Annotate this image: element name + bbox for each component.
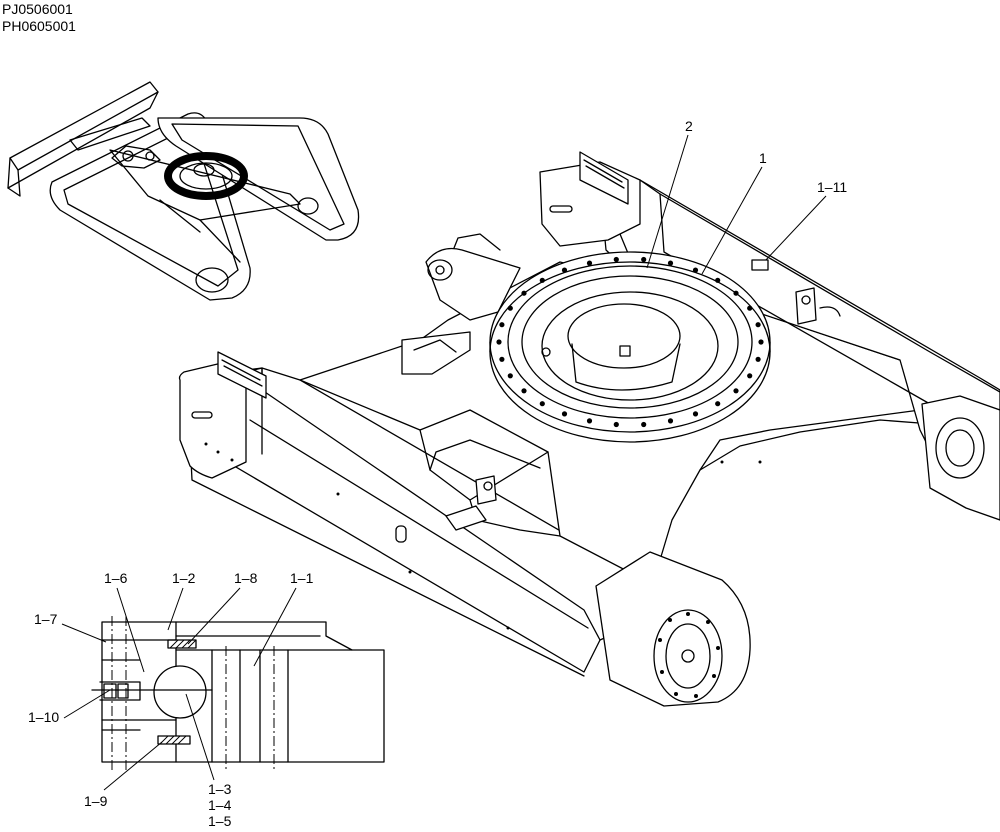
bearing-bolt	[539, 277, 545, 283]
detail-callouts: 1–6 1–2 1–8 1–1 1–7 1–10 1–9 1–3 1–4 1–5	[28, 570, 314, 829]
bearing-bolt	[521, 290, 527, 296]
callout-1-7: 1–7	[34, 611, 58, 627]
callout-1-10: 1–10	[28, 709, 59, 725]
seal-bottom	[157, 735, 191, 745]
bearing-bolt	[755, 322, 761, 328]
undercarriage-thumbnail	[7, 81, 360, 301]
callout-1-2: 1–2	[172, 570, 196, 586]
drawing-codes: PJ0506001 PH0605001	[2, 1, 76, 35]
callout-1-4: 1–4	[208, 797, 232, 813]
seal-top	[167, 639, 197, 649]
drawing-code-2: PH0605001	[2, 18, 76, 34]
bearing-bolt	[586, 418, 593, 424]
bearing-bolt	[715, 401, 721, 407]
bearing-bolt	[667, 418, 674, 424]
swing-bearing	[489, 251, 771, 443]
bearing-bolt	[758, 339, 764, 345]
bearing-bolt	[539, 401, 545, 407]
bearing-bolt	[641, 256, 647, 263]
callout-1: 1	[759, 150, 767, 166]
bearing-bolt	[507, 373, 513, 379]
bearing-bolt	[692, 267, 699, 273]
bearing-bolt	[499, 356, 505, 362]
bearing-bolt	[692, 411, 699, 417]
callout-1-5: 1–5	[208, 813, 232, 829]
bearing-bolt	[521, 388, 527, 394]
bearing-bolt	[507, 305, 513, 311]
callout-1-1: 1–1	[290, 570, 314, 586]
callout-1-8: 1–8	[234, 570, 258, 586]
bearing-bolt	[496, 339, 502, 345]
bearing-bolt	[733, 290, 739, 296]
bearing-bolt	[747, 305, 753, 311]
callout-1-6: 1–6	[104, 570, 128, 586]
callout-1-11: 1–11	[817, 179, 847, 195]
callout-1-3: 1–3	[208, 781, 232, 797]
decal-label	[751, 259, 769, 271]
drawing-code-1: PJ0506001	[2, 1, 73, 17]
bearing-bolt	[561, 411, 568, 417]
bearing-bolt	[613, 256, 619, 263]
callout-1-9: 1–9	[84, 793, 108, 809]
bearing-bolt	[561, 267, 568, 273]
bearing-bolt	[667, 260, 674, 266]
bearing-bolt	[747, 373, 753, 379]
bearing-bolt	[613, 421, 619, 428]
callout-2: 2	[685, 118, 693, 134]
bearing-bolt	[733, 388, 739, 394]
track-frame-assembly	[178, 151, 1000, 707]
main-callouts: 2 1 1–11	[646, 118, 847, 275]
bearing-bolt	[641, 421, 647, 428]
bearing-bolt	[755, 356, 761, 362]
bearing-section-detail	[91, 616, 385, 770]
bearing-bolt	[586, 260, 593, 266]
bearing-bolt	[715, 277, 721, 283]
bearing-bolt	[499, 322, 505, 328]
